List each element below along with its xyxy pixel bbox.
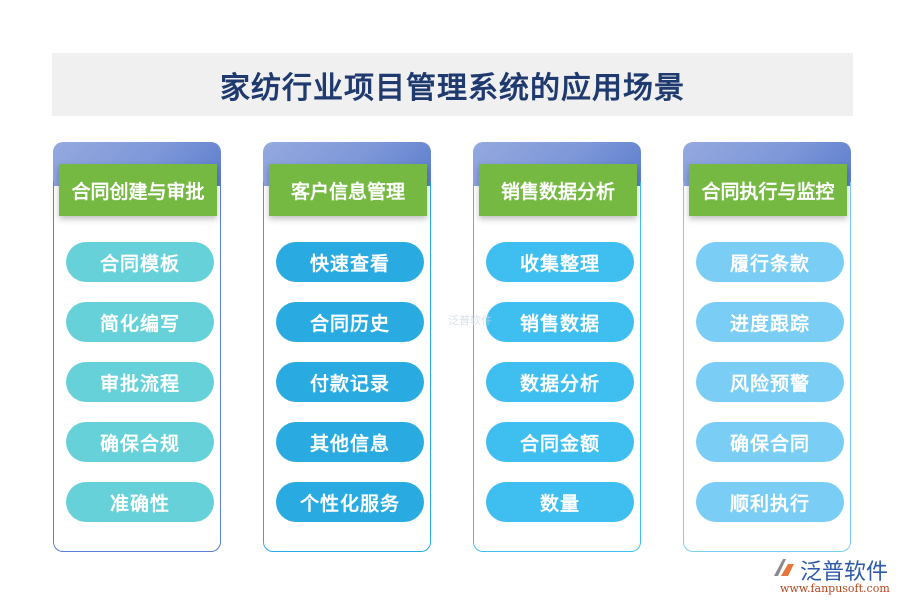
fanpu-logo-icon [774,559,794,576]
scenario-item-pill: 审批流程 [66,362,214,402]
watermark: 泛普软件 [448,314,492,327]
page-title: 家纺行业项目管理系统的应用场景 [220,70,685,106]
scenario-item-pill: 准确性 [66,482,214,522]
card-frame [473,182,641,552]
card-frame [53,182,221,552]
card-header: 销售数据分析 [479,164,637,216]
scenario-item-pill: 付款记录 [276,362,424,402]
scenario-item-pill: 个性化服务 [276,482,424,522]
scenario-card: 合同创建与审批合同模板简化编写审批流程确保合规准确性 [53,142,221,552]
scenario-item-pill: 快速查看 [276,242,424,282]
card-frame [683,182,851,552]
scenario-item-pill: 数量 [486,482,634,522]
scenario-item-pill: 数据分析 [486,362,634,402]
scenario-item-pill: 进度跟踪 [696,302,844,342]
card-header: 客户信息管理 [269,164,427,216]
scenario-item-pill: 其他信息 [276,422,424,462]
card-header: 合同创建与审批 [59,164,217,216]
scenario-card: 客户信息管理快速查看合同历史付款记录其他信息个性化服务 [263,142,431,552]
scenario-item-pill: 履行条款 [696,242,844,282]
fanpu-logo: 泛普软件 www.fanpusoft.com [770,554,895,598]
scenario-item-pill: 合同模板 [66,242,214,282]
card-header: 合同执行与监控 [689,164,847,216]
scenario-item-pill: 简化编写 [66,302,214,342]
scenario-item-pill: 确保合规 [66,422,214,462]
scenario-item-pill: 合同历史 [276,302,424,342]
scenario-item-pill: 风险预警 [696,362,844,402]
scenario-item-pill: 收集整理 [486,242,634,282]
scenario-item-pill: 合同金额 [486,422,634,462]
scenario-item-pill: 确保合同 [696,422,844,462]
logo-url: www.fanpusoft.com [780,582,890,595]
logo-brand: 泛普软件 [800,560,889,585]
scenario-item-pill: 销售数据 [486,302,634,342]
scenario-card: 销售数据分析收集整理销售数据数据分析合同金额数量 [473,142,641,552]
title-bar: 家纺行业项目管理系统的应用场景 [52,53,853,116]
scenario-item-pill: 顺利执行 [696,482,844,522]
scenario-card: 合同执行与监控履行条款进度跟踪风险预警确保合同顺利执行 [683,142,851,552]
card-frame [263,182,431,552]
